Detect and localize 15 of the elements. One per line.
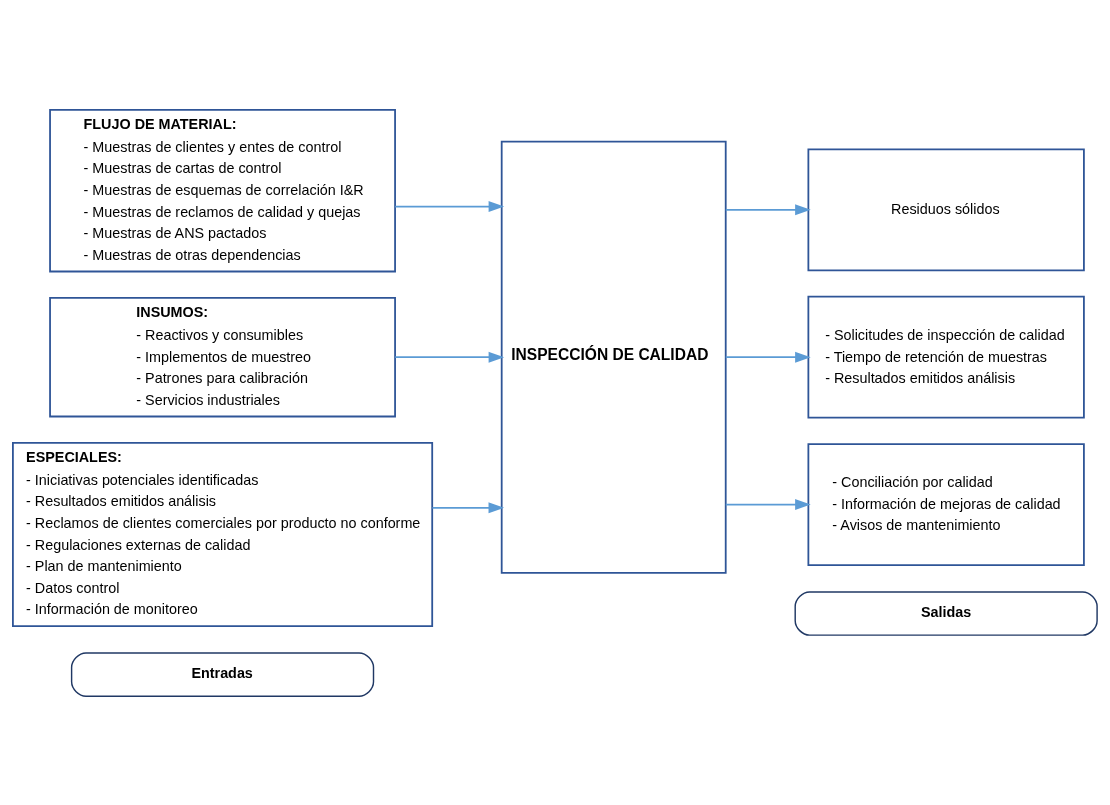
node-box: Entradas: [70, 651, 375, 697]
arrow: [724, 203, 811, 215]
node-box: INSPECCIÓN DE CALIDAD: [500, 140, 727, 574]
arrow: [394, 351, 505, 363]
arrow: [431, 501, 505, 513]
node-box: INSUMOS: - Reactivos y consumibles - Implementos de muestreo - Patrones para calibración - Servicios industriales: [49, 296, 396, 417]
arrow: [394, 200, 505, 212]
arrow: [724, 498, 811, 510]
node-box: FLUJO DE MATERIAL: - Muestras de clientes y entes de control - Muestras de cartas de control - Muestras de esquemas de correlación I&R - Muestras de reclamos de calidad y quejas - Muestras de ANS pactados - Muestras de otras dependencias: [49, 108, 396, 272]
node-box: - Solicitudes de inspección de calidad - Tiempo de retención de muestras - Resultados emitidos análisis: [807, 295, 1085, 419]
node-box: ESPECIALES: - Iniciativas potenciales identificadas - Resultados emitidos análisis - Reclamos de clientes comerciales por producto no conforme - Regulaciones externas de calidad - Plan de mantenimiento - Datos control - Información de monitoreo: [12, 441, 434, 627]
node-box: Salidas: [794, 590, 1098, 636]
arrow: [724, 351, 811, 363]
node-box: Residuos sólidos: [807, 147, 1085, 271]
node-box: - Conciliación por calidad - Información de mejoras de calidad - Avisos de mantenimiento: [807, 442, 1085, 566]
